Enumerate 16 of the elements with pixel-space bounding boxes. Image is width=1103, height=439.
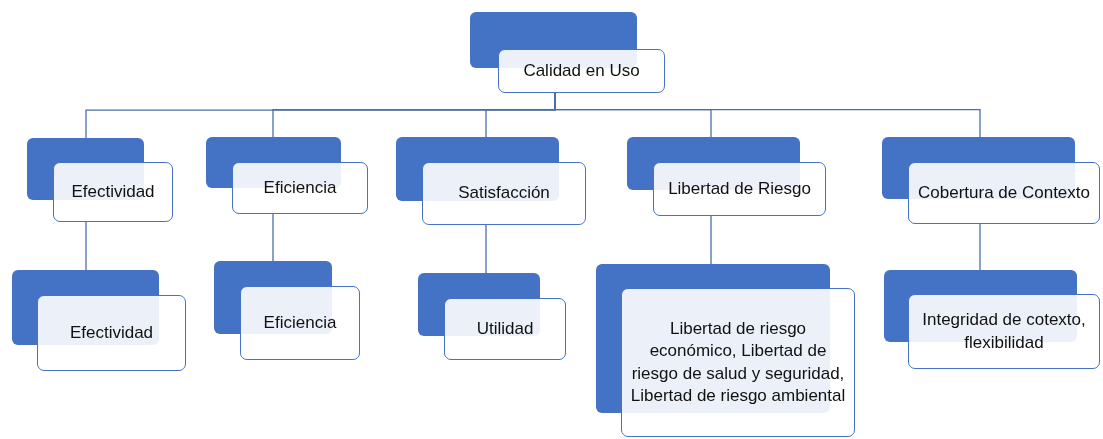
connector-line — [272, 213, 274, 262]
connector-line — [85, 221, 87, 271]
process-box: Eficiencia — [240, 286, 360, 360]
connector-line — [485, 224, 487, 274]
connector-line — [979, 223, 981, 271]
connector-line — [710, 215, 712, 265]
process-box: Utilidad — [444, 298, 566, 360]
process-box: Libertad de Riesgo — [653, 162, 826, 216]
process-box: Eficiencia — [232, 162, 368, 214]
process-box: Integridad de cotexto, flexibilidad — [908, 294, 1100, 369]
process-box: Calidad en Uso — [498, 49, 665, 93]
process-box: Cobertura de Contexto — [908, 162, 1100, 224]
process-box: Efectividad — [37, 295, 186, 371]
process-box: Efectividad — [53, 162, 173, 222]
process-box: Satisfacción — [422, 162, 586, 225]
process-box: Libertad de riesgo económico, Libertad de riesgo de salud y seguridad, Libertad de riesgo ambiental — [621, 288, 855, 437]
